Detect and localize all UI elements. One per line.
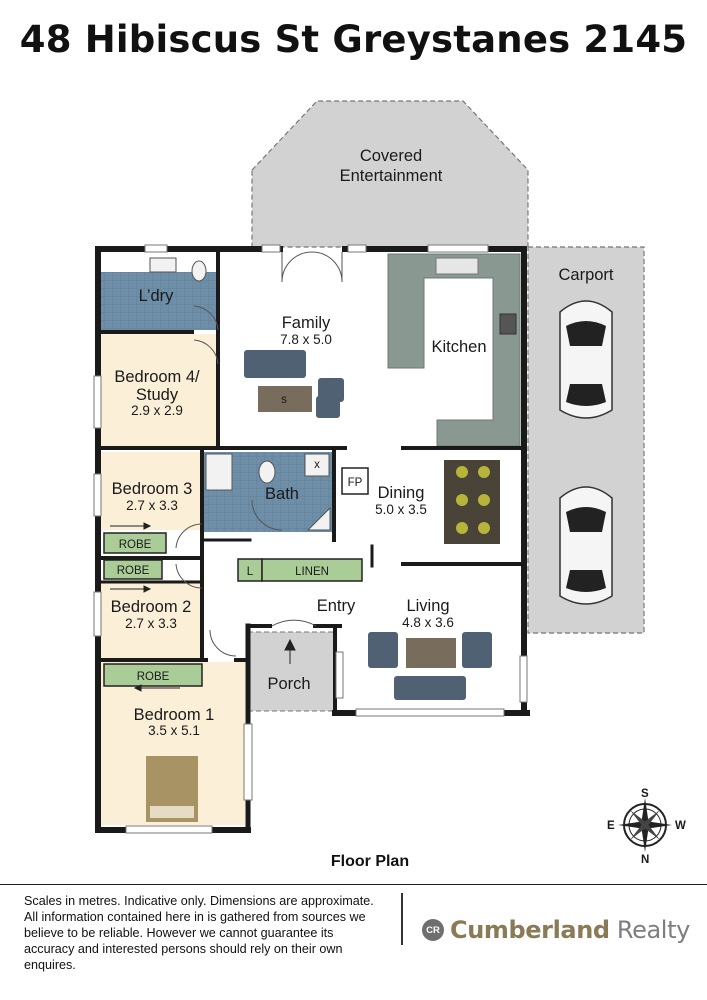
- dining-label: Dining: [378, 484, 425, 502]
- bedroom1-dimensions: 3.5 x 5.1: [148, 723, 200, 738]
- laundry-label: L’dry: [139, 287, 175, 305]
- laundry-floor: [101, 272, 217, 330]
- brand-badge-icon: CR: [422, 919, 444, 941]
- dining-dimensions: 5.0 x 3.5: [375, 502, 427, 517]
- linen-label: LINEN: [295, 566, 329, 578]
- cooktop-icon: [499, 313, 517, 335]
- family-sofa: [244, 350, 306, 378]
- brand-name-rest: Realty: [609, 916, 690, 944]
- living-armchair-1: [368, 632, 398, 668]
- bath-label: Bath: [265, 485, 299, 503]
- dining-table: [444, 460, 500, 544]
- car-icon: [559, 300, 613, 419]
- compass-west: W: [675, 820, 686, 832]
- bedroom1-label: Bedroom 1: [134, 706, 215, 724]
- kitchen-sink-icon: [435, 257, 479, 275]
- shower-icon: [304, 453, 330, 477]
- bathtub-icon: [205, 453, 233, 491]
- compass-east: E: [607, 820, 615, 832]
- living-label: Living: [406, 597, 449, 615]
- living-dimensions: 4.8 x 3.6: [402, 615, 454, 630]
- brand-name: Cumberland Realty: [450, 916, 690, 944]
- bedroom4-label: Bedroom 4/: [114, 368, 200, 386]
- fireplace-box: [341, 467, 369, 495]
- compass-south: S: [641, 788, 649, 800]
- kitchen-bench: [387, 253, 521, 447]
- compass-rose-icon: S N E W: [607, 788, 686, 866]
- bedroom2-dimensions: 2.7 x 3.3: [125, 616, 177, 631]
- page-title: 48 Hibiscus St Greystanes 2145: [19, 18, 688, 61]
- linen-cupboard: [261, 558, 363, 582]
- disclaimer-text: Scales in metres. Indicative only. Dimen…: [24, 894, 374, 972]
- bedroom2-floor: [101, 580, 201, 658]
- toilet-icon: [258, 460, 276, 484]
- robe-bedroom1: [103, 663, 203, 687]
- carport-label: Carport: [558, 266, 613, 284]
- dining-chairs: [456, 466, 490, 534]
- bedroom4-dimensions: 2.9 x 2.9: [131, 403, 183, 418]
- door-swings: [175, 251, 343, 657]
- brand-name-bold: Cumberland: [450, 916, 610, 944]
- covered-entertainment-label: Entertainment: [340, 167, 443, 185]
- living-rug: [406, 638, 456, 668]
- porch-label: Porch: [267, 675, 310, 693]
- stove-mark: s: [281, 394, 287, 406]
- living-armchair-2: [462, 632, 492, 668]
- covered-entertainment-label: Covered: [360, 147, 422, 165]
- robe-label: ROBE: [117, 565, 150, 577]
- linen-l-label: L: [247, 566, 254, 578]
- car-icon: [559, 486, 613, 605]
- robe-bedroom3: [103, 532, 167, 554]
- family-rug: [258, 386, 312, 412]
- bedroom3-floor: [101, 452, 201, 530]
- bedroom4-floor: [101, 334, 217, 446]
- bedroom4-label: Study: [136, 386, 179, 404]
- bedroom3-label: Bedroom 3: [112, 480, 193, 498]
- entry-label: Entry: [317, 597, 356, 615]
- living-sofa: [394, 676, 466, 700]
- kitchen-label: Kitchen: [431, 338, 486, 356]
- shower-mark: x: [314, 459, 320, 471]
- laundry-toilet-icon: [191, 260, 207, 282]
- fireplace-label: FP: [348, 477, 363, 489]
- bed-pillows-icon: [150, 806, 194, 818]
- floor-plan-caption: Floor Plan: [330, 853, 410, 870]
- basin-icon: [306, 506, 331, 531]
- brand-logo: CR Cumberland Realty: [422, 916, 690, 944]
- family-dimensions: 7.8 x 5.0: [280, 332, 332, 347]
- laundry-tub-icon: [149, 257, 177, 273]
- family-armchair-2: [316, 396, 340, 418]
- windows: [93, 244, 528, 834]
- compass-north: N: [641, 854, 649, 866]
- bedroom3-dimensions: 2.7 x 3.3: [126, 498, 178, 513]
- family-label: Family: [282, 314, 331, 332]
- bedroom2-label: Bedroom 2: [111, 598, 192, 616]
- footer-divider: [0, 884, 707, 885]
- footer-vertical-divider: [401, 893, 403, 945]
- robe-label: ROBE: [119, 539, 152, 551]
- arrow-icon: [110, 522, 296, 692]
- robe-label: ROBE: [137, 671, 170, 683]
